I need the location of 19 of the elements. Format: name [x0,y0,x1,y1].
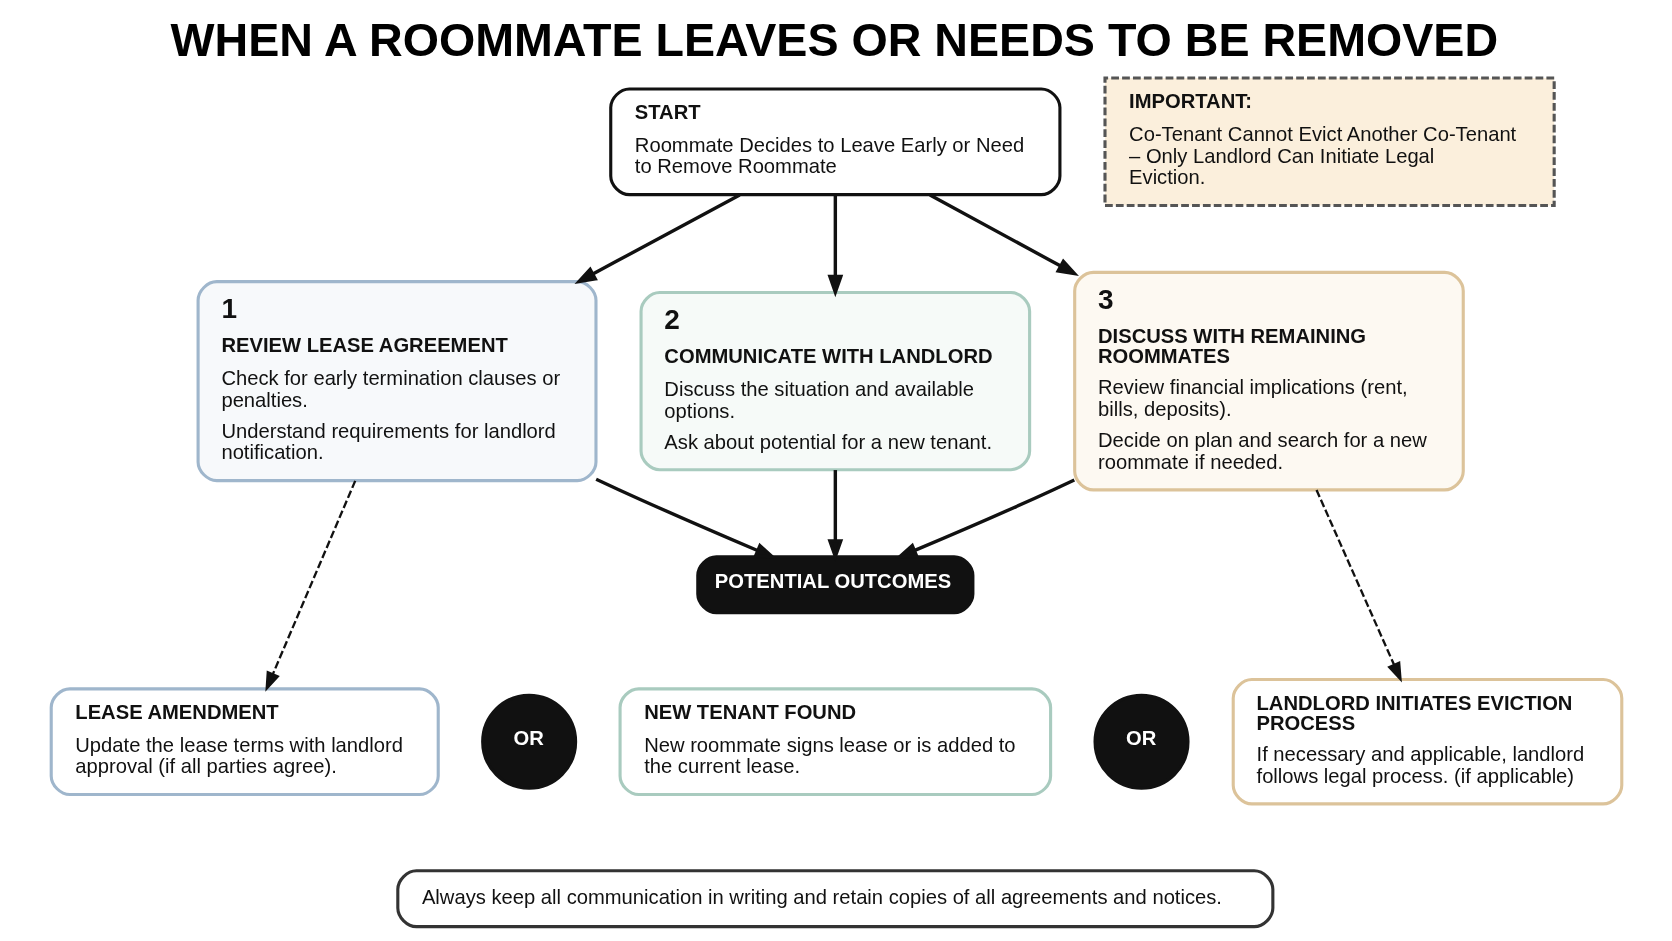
arrow [264,480,356,692]
node-circle: OR [480,693,577,790]
arrow [928,193,1079,277]
node-box: LANDLORD INITIATES EVICTION PROCESS If necessary and applicable, landlord follows legal process. (if applicable) [1231,678,1623,806]
arrow [573,193,740,284]
node-box: START Roommate Decides to Leave Early or Need to Remove Roommate [608,87,1061,197]
diagram-title: WHEN A ROOMMATE LEAVES OR NEEDS TO BE REMOVED [170,14,1498,67]
node-box: POTENTIAL OUTCOMES [695,555,974,615]
node-box: NEW TENANT FOUND New roommate signs lease or is added to the current lease. [618,687,1052,797]
node-box: 3 DISCUSS WITH REMAINING ROOMMATES Review financial implications (rent, bills, deposits). Decide on plan and search for a new roommate if needed. [1072,270,1465,492]
arrow [594,477,777,559]
node-circle: OR [1093,693,1190,790]
arrow [826,195,843,298]
arrow [1314,489,1402,683]
node-box: IMPORTANT: Co-Tenant Cannot Evict Another Co-Tenant – Only Landlord Can Initiate Legal Eviction. [1102,76,1556,208]
node-box: 2 COMMUNICATE WITH LANDLORD Discuss the situation and available options. Ask about potential for a new tenant. [639,291,1031,472]
node-box: Always keep all communication in writing and retain copies of all agreements and notices. [395,869,1274,929]
node-box: 1 REVIEW LEASE AGREEMENT Check for early termination clauses or penalties. Understand requirements for landlord notification. [196,280,598,483]
node-box: LEASE AMENDMENT Update the lease terms with landlord approval (if all parties agree). [49,687,440,797]
